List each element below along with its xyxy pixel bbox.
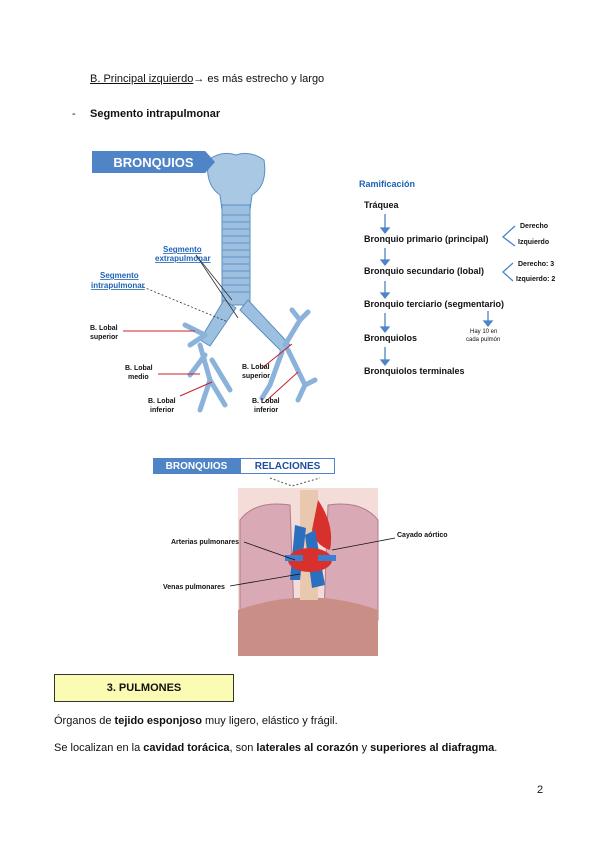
lobal-sup-right-1: B. Lobal [242, 364, 270, 371]
left-main-bronchus-term: B. Principal izquierdo [90, 73, 194, 85]
label-derecho: Derecho [520, 223, 548, 230]
page-number: 2 [537, 784, 544, 796]
para2-text-e: y [358, 742, 371, 754]
para2-bold-d: laterales al corazón [256, 742, 359, 754]
bronchi-relations-figure: Arterias pulmonares Cayado aórtico Venas… [163, 477, 448, 656]
label-derecho3: Derecho: 3 [518, 261, 554, 268]
tab-bronquios: BRONQUIOS [153, 458, 240, 474]
seg-intra-label-1: Segmento [100, 271, 139, 280]
label-izquierdo: Izquierdo [518, 239, 549, 246]
node-primario: Bronquio primario (principal) [364, 234, 489, 244]
paragraph-2: Se localizan en la cavidad torácica, son… [54, 742, 497, 754]
intro-line: B. Principal izquierdo→ es más estrecho … [90, 73, 324, 85]
label-izquierdo2: Izquierdo: 2 [516, 276, 555, 283]
lobal-inf-left-2: inferior [150, 407, 174, 414]
bronchial-tree-figure: Segmento extrapulmonar Segmento intrapul… [90, 152, 555, 414]
node-bronquiolos: Bronquiolos [364, 333, 417, 343]
lobal-sup-right-2: superior [242, 373, 270, 380]
para2-text-a: Se localizan en la [54, 742, 144, 754]
arrow-down-icon [379, 326, 391, 334]
para1-bold: tejido esponjoso [114, 715, 202, 727]
node-traquea: Tráquea [364, 200, 400, 210]
arrow-down-icon [482, 320, 494, 328]
section-title-pulmones: 3. PULMONES [54, 674, 234, 702]
arrow-down-icon [379, 259, 391, 267]
lobal-inf-right-1: B. Lobal [252, 398, 280, 405]
node-secundario: Bronquio secundario (lobal) [364, 266, 484, 276]
node-terciario: Bronquio terciario (segmentario) [364, 299, 504, 309]
lobal-medio-1: B. Lobal [125, 365, 153, 372]
hay10-line2: cada pulmón [466, 337, 500, 343]
lobal-inf-left-1: B. Lobal [148, 398, 176, 405]
ramification-title: Ramificación [359, 179, 415, 189]
seg-extra-label-2: extrapulmonar [155, 254, 211, 263]
seg-intra-label-2: intrapulmonar [91, 281, 145, 290]
arrow-down-icon [379, 359, 391, 367]
lobal-sup-left-1: B. Lobal [90, 325, 118, 332]
cayado-label: Cayado aórtico [397, 532, 448, 539]
para2-bold-b: cavidad torácica [143, 742, 230, 754]
bronquios-badge: BRONQUIOS [92, 151, 215, 173]
paragraph-1: Órganos de tejido esponjoso muy ligero, … [54, 715, 338, 727]
arterias-label: Arterias pulmonares [171, 539, 239, 546]
list-bullet: - [72, 108, 76, 120]
tab-relaciones: RELACIONES [240, 458, 335, 474]
trachea-illustration [123, 152, 318, 413]
lobal-inf-right-2: inferior [254, 407, 278, 414]
arrow-down-icon [379, 292, 391, 300]
seg-extra-label-1: Segmento [163, 245, 202, 254]
para2-text-g: . [494, 742, 498, 754]
node-terminales: Bronquiolos terminales [364, 366, 465, 376]
hay10-line1: Hay 10 en [470, 329, 497, 335]
para1-text-end: muy ligero, elástico y frágil. [201, 715, 338, 727]
arrow-down-icon [379, 227, 391, 235]
arrow-icon: → [193, 73, 205, 85]
branch-chevron-icon [501, 225, 516, 282]
intro-description: es más estrecho y largo [204, 73, 325, 85]
segment-title: Segmento intrapulmonar [90, 108, 221, 120]
para1-text: Órganos de [54, 715, 115, 727]
lobal-medio-2: medio [128, 374, 149, 381]
para2-bold-f: superiores al diafragma [370, 742, 495, 754]
venas-label: Venas pulmonares [163, 584, 225, 591]
para2-text-c: , son [229, 742, 257, 754]
ramification-diagram: Ramificación Tráquea Bronquio primario (… [359, 179, 555, 376]
lobal-sup-left-2: superior [90, 334, 118, 341]
